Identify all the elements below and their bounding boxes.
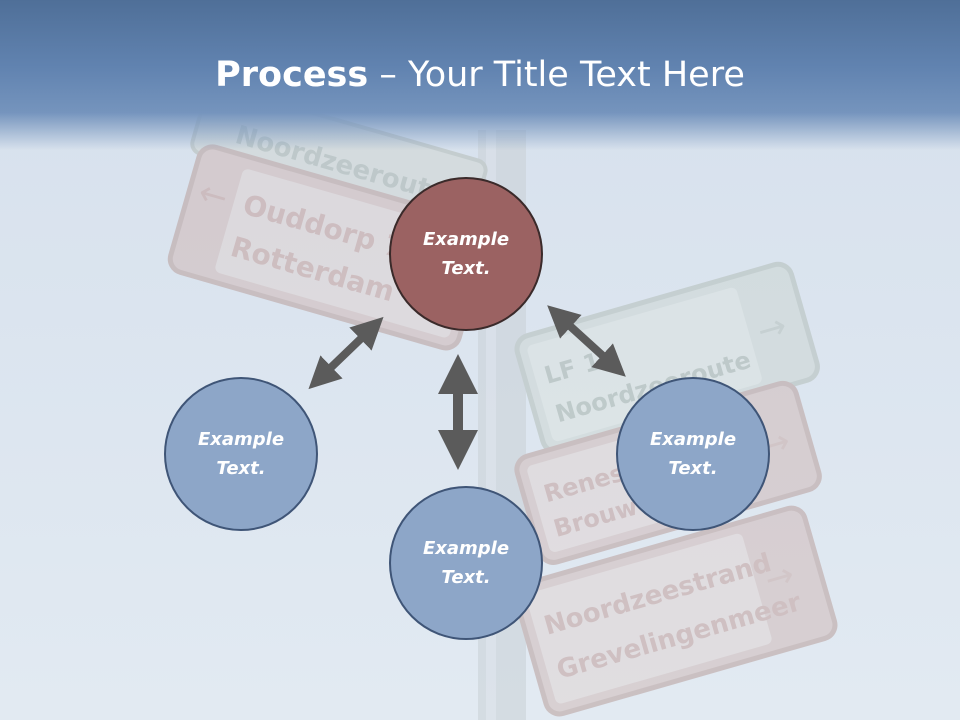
slide-title: Process – Your Title Text Here — [0, 52, 960, 98]
process-node-top[interactable]: Example Text. — [389, 177, 543, 331]
node-text: Example Text. — [649, 429, 737, 479]
node-text: Example Text. — [422, 229, 510, 279]
process-node-right[interactable]: Example Text. — [616, 377, 770, 531]
process-node-bottom[interactable]: Example Text. — [389, 486, 543, 640]
title-band — [0, 0, 960, 150]
title-bold: Process — [215, 55, 369, 95]
double-arrow-top-left — [308, 316, 384, 390]
title-rest: – Your Title Text Here — [368, 55, 745, 95]
node-text: Example Text. — [197, 429, 285, 479]
process-node-left[interactable]: Example Text. — [164, 377, 318, 531]
double-arrow-top-right — [547, 305, 626, 377]
node-text: Example Text. — [422, 538, 510, 588]
